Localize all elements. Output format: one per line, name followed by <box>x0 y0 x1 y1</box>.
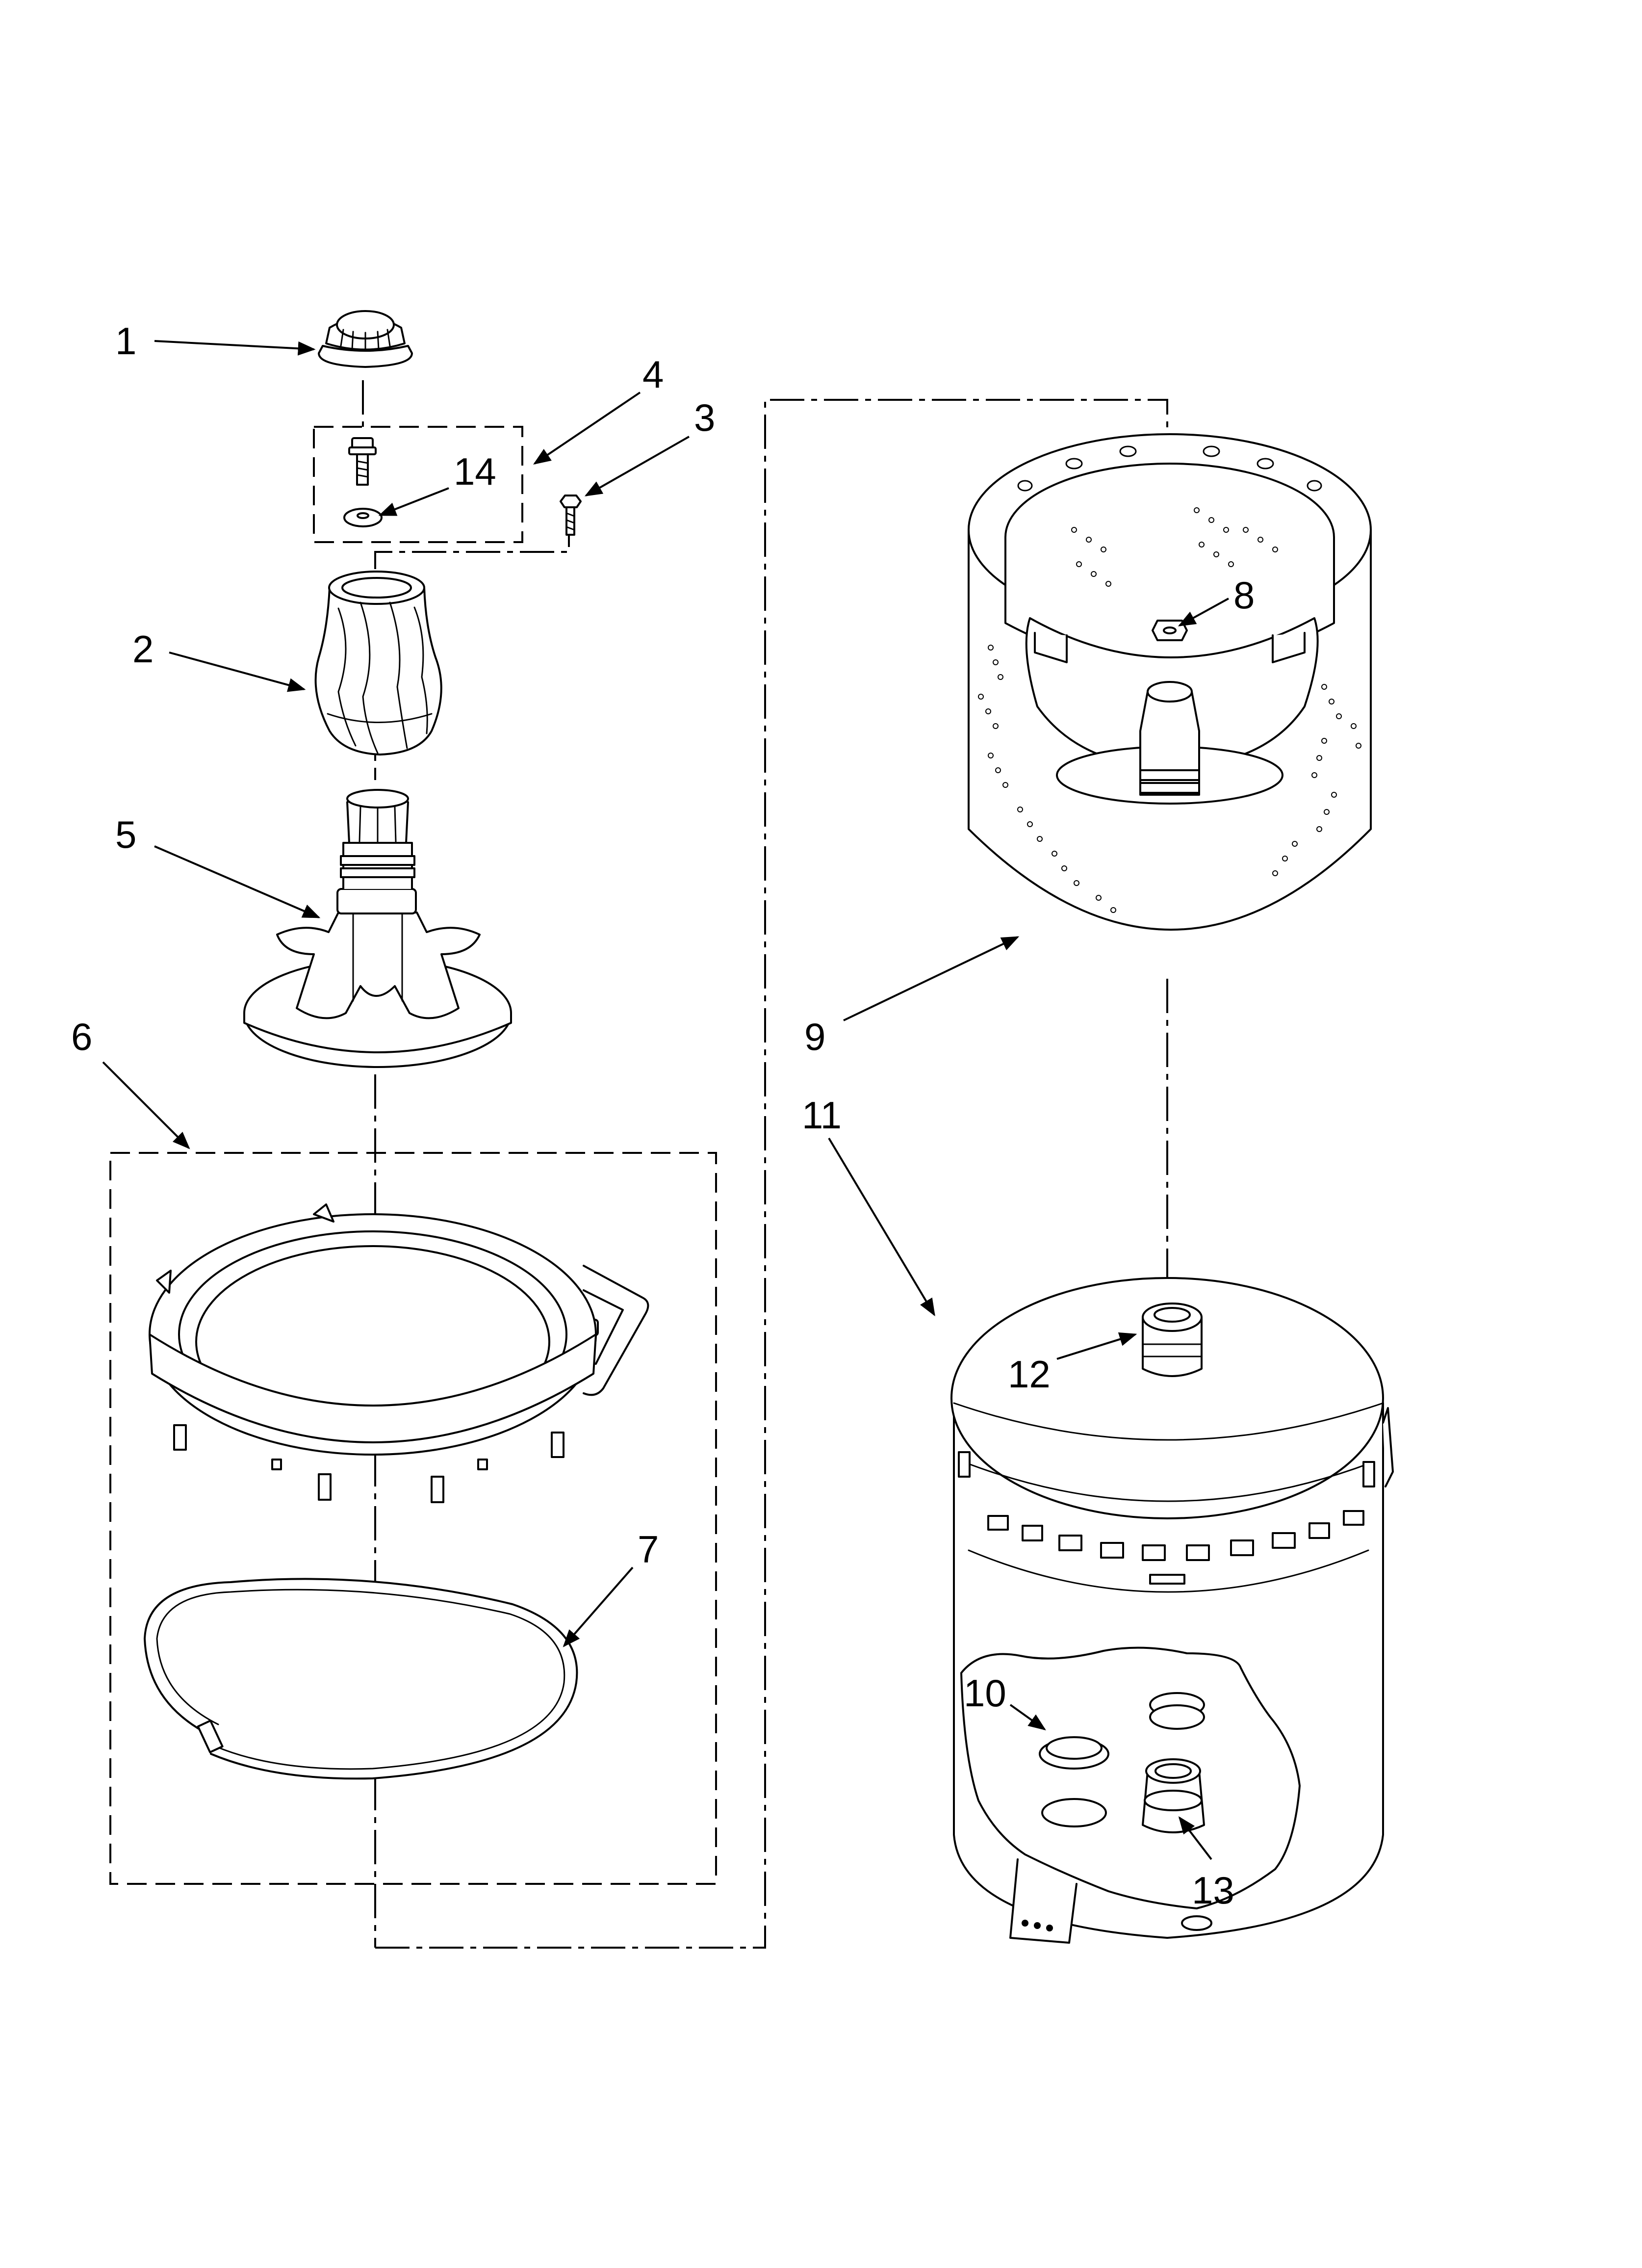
agitator-base <box>243 789 512 1068</box>
seal-group-box <box>109 1152 717 1885</box>
spin-basket <box>968 433 1372 931</box>
callout-leaders <box>102 340 1229 1860</box>
callout-7: 7 <box>638 1528 659 1571</box>
agitator-auger <box>314 571 442 756</box>
callout-12: 12 <box>1008 1353 1051 1396</box>
callout-2: 2 <box>132 627 154 671</box>
callout-11: 11 <box>802 1094 842 1137</box>
callout-4: 4 <box>642 353 664 396</box>
callout-14: 14 <box>454 450 496 493</box>
callout-13: 13 <box>1192 1869 1234 1912</box>
callout-6: 6 <box>71 1015 92 1058</box>
callout-3: 3 <box>694 396 715 439</box>
callout-5: 5 <box>115 813 136 856</box>
fastener-kit-group-box <box>313 426 523 543</box>
washer <box>343 508 383 527</box>
tub-ring <box>149 1203 649 1503</box>
outer-tub <box>950 1277 1394 1944</box>
screw <box>560 495 582 536</box>
callout-numbers: 1 4 3 14 2 5 6 7 8 9 11 12 10 13 <box>71 319 1255 1912</box>
callout-1: 1 <box>115 319 136 363</box>
agitator-cap <box>318 310 413 368</box>
callout-9: 9 <box>804 1015 825 1058</box>
callout-10: 10 <box>964 1671 1006 1715</box>
agitator-bolt <box>348 437 377 486</box>
callout-8: 8 <box>1233 574 1255 617</box>
seal-ring <box>144 1578 578 1780</box>
tub-bushing <box>1142 1303 1203 1377</box>
